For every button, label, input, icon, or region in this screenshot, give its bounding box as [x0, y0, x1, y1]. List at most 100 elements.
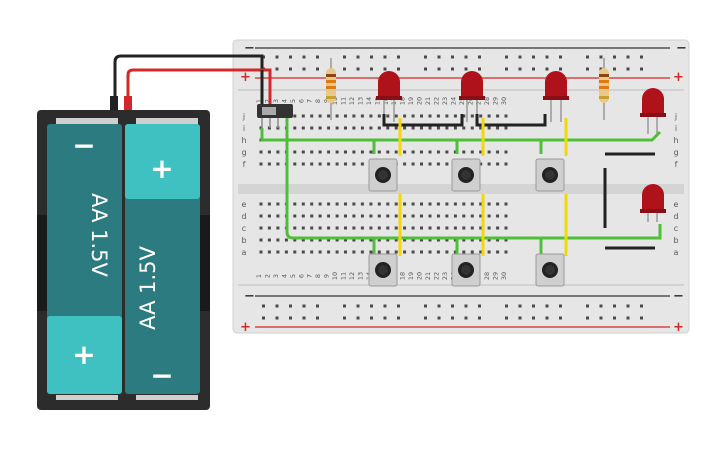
column-label: 11: [340, 97, 348, 105]
column-label: 30: [500, 272, 508, 280]
pushbutton-1: [368, 158, 398, 192]
column-label: 26: [466, 97, 474, 105]
resistor-left: [326, 58, 336, 120]
cell-right-label: AA 1.5V: [136, 245, 160, 329]
column-label: 23: [441, 97, 449, 105]
led-3: [543, 71, 569, 122]
column-label: 28: [483, 97, 491, 105]
column-label: 19: [407, 97, 415, 105]
row-label: i: [243, 124, 245, 133]
row-label: a: [674, 248, 679, 257]
column-label: 7: [306, 274, 314, 278]
column-label: 9: [323, 99, 331, 103]
row-label: d: [673, 212, 678, 221]
column-label: 10: [331, 97, 339, 105]
column-label: 4: [280, 274, 288, 278]
column-label: 30: [500, 97, 508, 105]
cell-right-minus-symbol: −: [150, 359, 173, 392]
row-label: f: [675, 160, 678, 169]
column-label: 13: [356, 272, 364, 280]
rail-bottom-minus: −: [244, 289, 255, 304]
column-label: 19: [407, 272, 415, 280]
column-label: 6: [297, 274, 305, 278]
column-label: 2: [263, 99, 271, 103]
row-label: j: [242, 112, 245, 121]
cell-left-label: AA 1.5V: [87, 193, 111, 277]
yellow-wires: [398, 118, 568, 256]
column-label: 12: [348, 272, 356, 280]
resistor-right: [599, 58, 609, 120]
rail-bottom-plus: +: [240, 320, 251, 335]
rail-top-minus: −: [244, 41, 255, 56]
breadboard-holes: [259, 55, 643, 320]
pushbuttons: [368, 158, 565, 287]
row-label: b: [673, 236, 678, 245]
pushbutton-2: [451, 158, 481, 192]
column-label: 20: [416, 97, 424, 105]
row-label: a: [242, 248, 247, 257]
column-label: 14: [365, 97, 373, 105]
column-label: 2: [263, 274, 271, 278]
pushbutton-3: [535, 158, 565, 192]
column-label: 28: [483, 272, 491, 280]
rail-bottom-minus-right: −: [673, 289, 684, 304]
column-label: 3: [272, 99, 280, 103]
slide-switch: [257, 104, 293, 128]
column-label: 22: [432, 97, 440, 105]
battery-wires: [110, 54, 272, 110]
battery-holder: − + AA 1.5V + − AA 1.5V: [37, 110, 210, 410]
rail-top-plus: +: [240, 70, 251, 85]
pushbutton-6: [535, 253, 565, 287]
column-label: 7: [306, 99, 314, 103]
rail-top-plus-right: +: [673, 70, 684, 85]
column-label: 15: [373, 97, 381, 105]
cell-left-plus-symbol: +: [72, 338, 95, 371]
row-label: f: [243, 160, 246, 169]
row-label: g: [241, 148, 246, 157]
column-label: 1: [255, 99, 263, 103]
column-label: 5: [289, 274, 297, 278]
row-label: e: [674, 200, 679, 209]
column-label: 18: [399, 97, 407, 105]
column-label: 8: [314, 274, 322, 278]
row-label: d: [241, 212, 246, 221]
column-label: 20: [416, 272, 424, 280]
pushbutton-5: [451, 253, 481, 287]
column-label: 24: [449, 97, 457, 105]
column-label: 29: [492, 97, 500, 105]
row-label: h: [673, 136, 678, 145]
column-label: 9: [323, 274, 331, 278]
column-label: 27: [475, 97, 483, 105]
column-label: 4: [280, 99, 288, 103]
rail-top-minus-right: −: [676, 41, 687, 56]
led-1: [376, 71, 402, 122]
column-label: 5: [289, 99, 297, 103]
row-label: j: [674, 112, 677, 121]
rail-bottom-plus-right: +: [673, 320, 684, 335]
column-label: 18: [399, 272, 407, 280]
battery-cell-left: − + AA 1.5V: [47, 124, 122, 394]
column-label: 8: [314, 99, 322, 103]
led-5: [640, 184, 666, 222]
cell-right-plus-symbol: +: [150, 152, 173, 185]
black-wires: [260, 70, 655, 250]
column-label: 23: [441, 272, 449, 280]
column-label: 22: [432, 272, 440, 280]
row-label: g: [673, 148, 678, 157]
row-label: h: [241, 136, 246, 145]
column-label: 21: [424, 272, 432, 280]
column-label: 3: [272, 274, 280, 278]
column-label: 29: [492, 272, 500, 280]
column-label: 16: [382, 97, 390, 105]
row-label: c: [242, 224, 246, 233]
row-label: i: [675, 124, 677, 133]
row-label: e: [242, 200, 247, 209]
column-label: 11: [340, 272, 348, 280]
row-label: b: [241, 236, 246, 245]
column-label: 12: [348, 97, 356, 105]
pushbutton-4: [368, 253, 398, 287]
column-label: 1: [255, 274, 263, 278]
column-label: 10: [331, 272, 339, 280]
